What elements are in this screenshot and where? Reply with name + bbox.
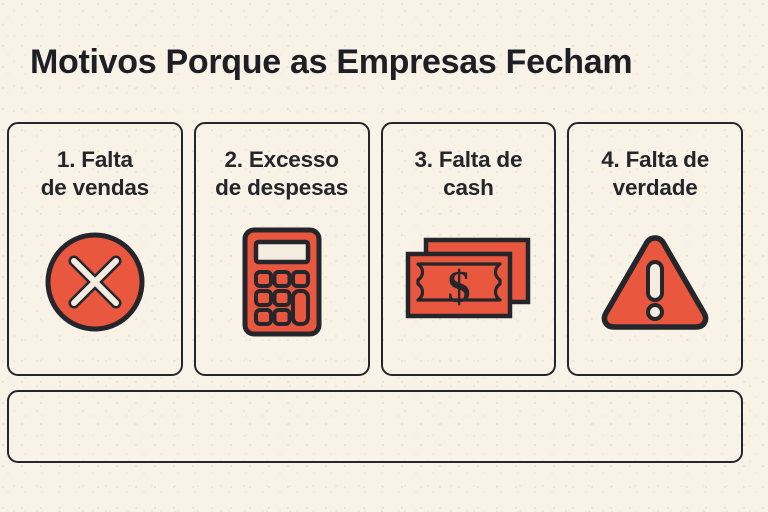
card-icon-slot (569, 228, 741, 340)
warning-triangle-icon (596, 230, 714, 339)
card-label: 2. Excesso de despesas (215, 147, 349, 200)
banknotes-dollar-icon: $ (402, 232, 534, 337)
card-icon-slot (196, 226, 368, 343)
card-falta-de-verdade[interactable]: 4. Falta de verdade (567, 122, 743, 376)
card-falta-de-cash[interactable]: 3. Falta de cash $ (380, 122, 557, 376)
card-label: 3. Falta de cash (414, 147, 523, 200)
card-label: 1. Falta de vendas (40, 147, 149, 200)
card-icon-slot (9, 228, 181, 340)
card-excesso-de-despesas[interactable]: 2. Excesso de despesas (193, 122, 370, 376)
cards-row: 1. Falta de vendas 2. Excesso de despesa… (7, 122, 743, 376)
calculator-icon (241, 226, 323, 343)
page-title: Motivos Porque as Empresas Fecham (30, 43, 633, 81)
card-label: 4. Falta de verdade (601, 147, 710, 200)
card-icon-slot: $ (383, 228, 555, 340)
svg-text:$: $ (448, 261, 471, 312)
bottom-bar[interactable] (7, 390, 743, 463)
circle-x-icon (43, 230, 147, 339)
card-falta-de-vendas[interactable]: 1. Falta de vendas (7, 122, 183, 376)
